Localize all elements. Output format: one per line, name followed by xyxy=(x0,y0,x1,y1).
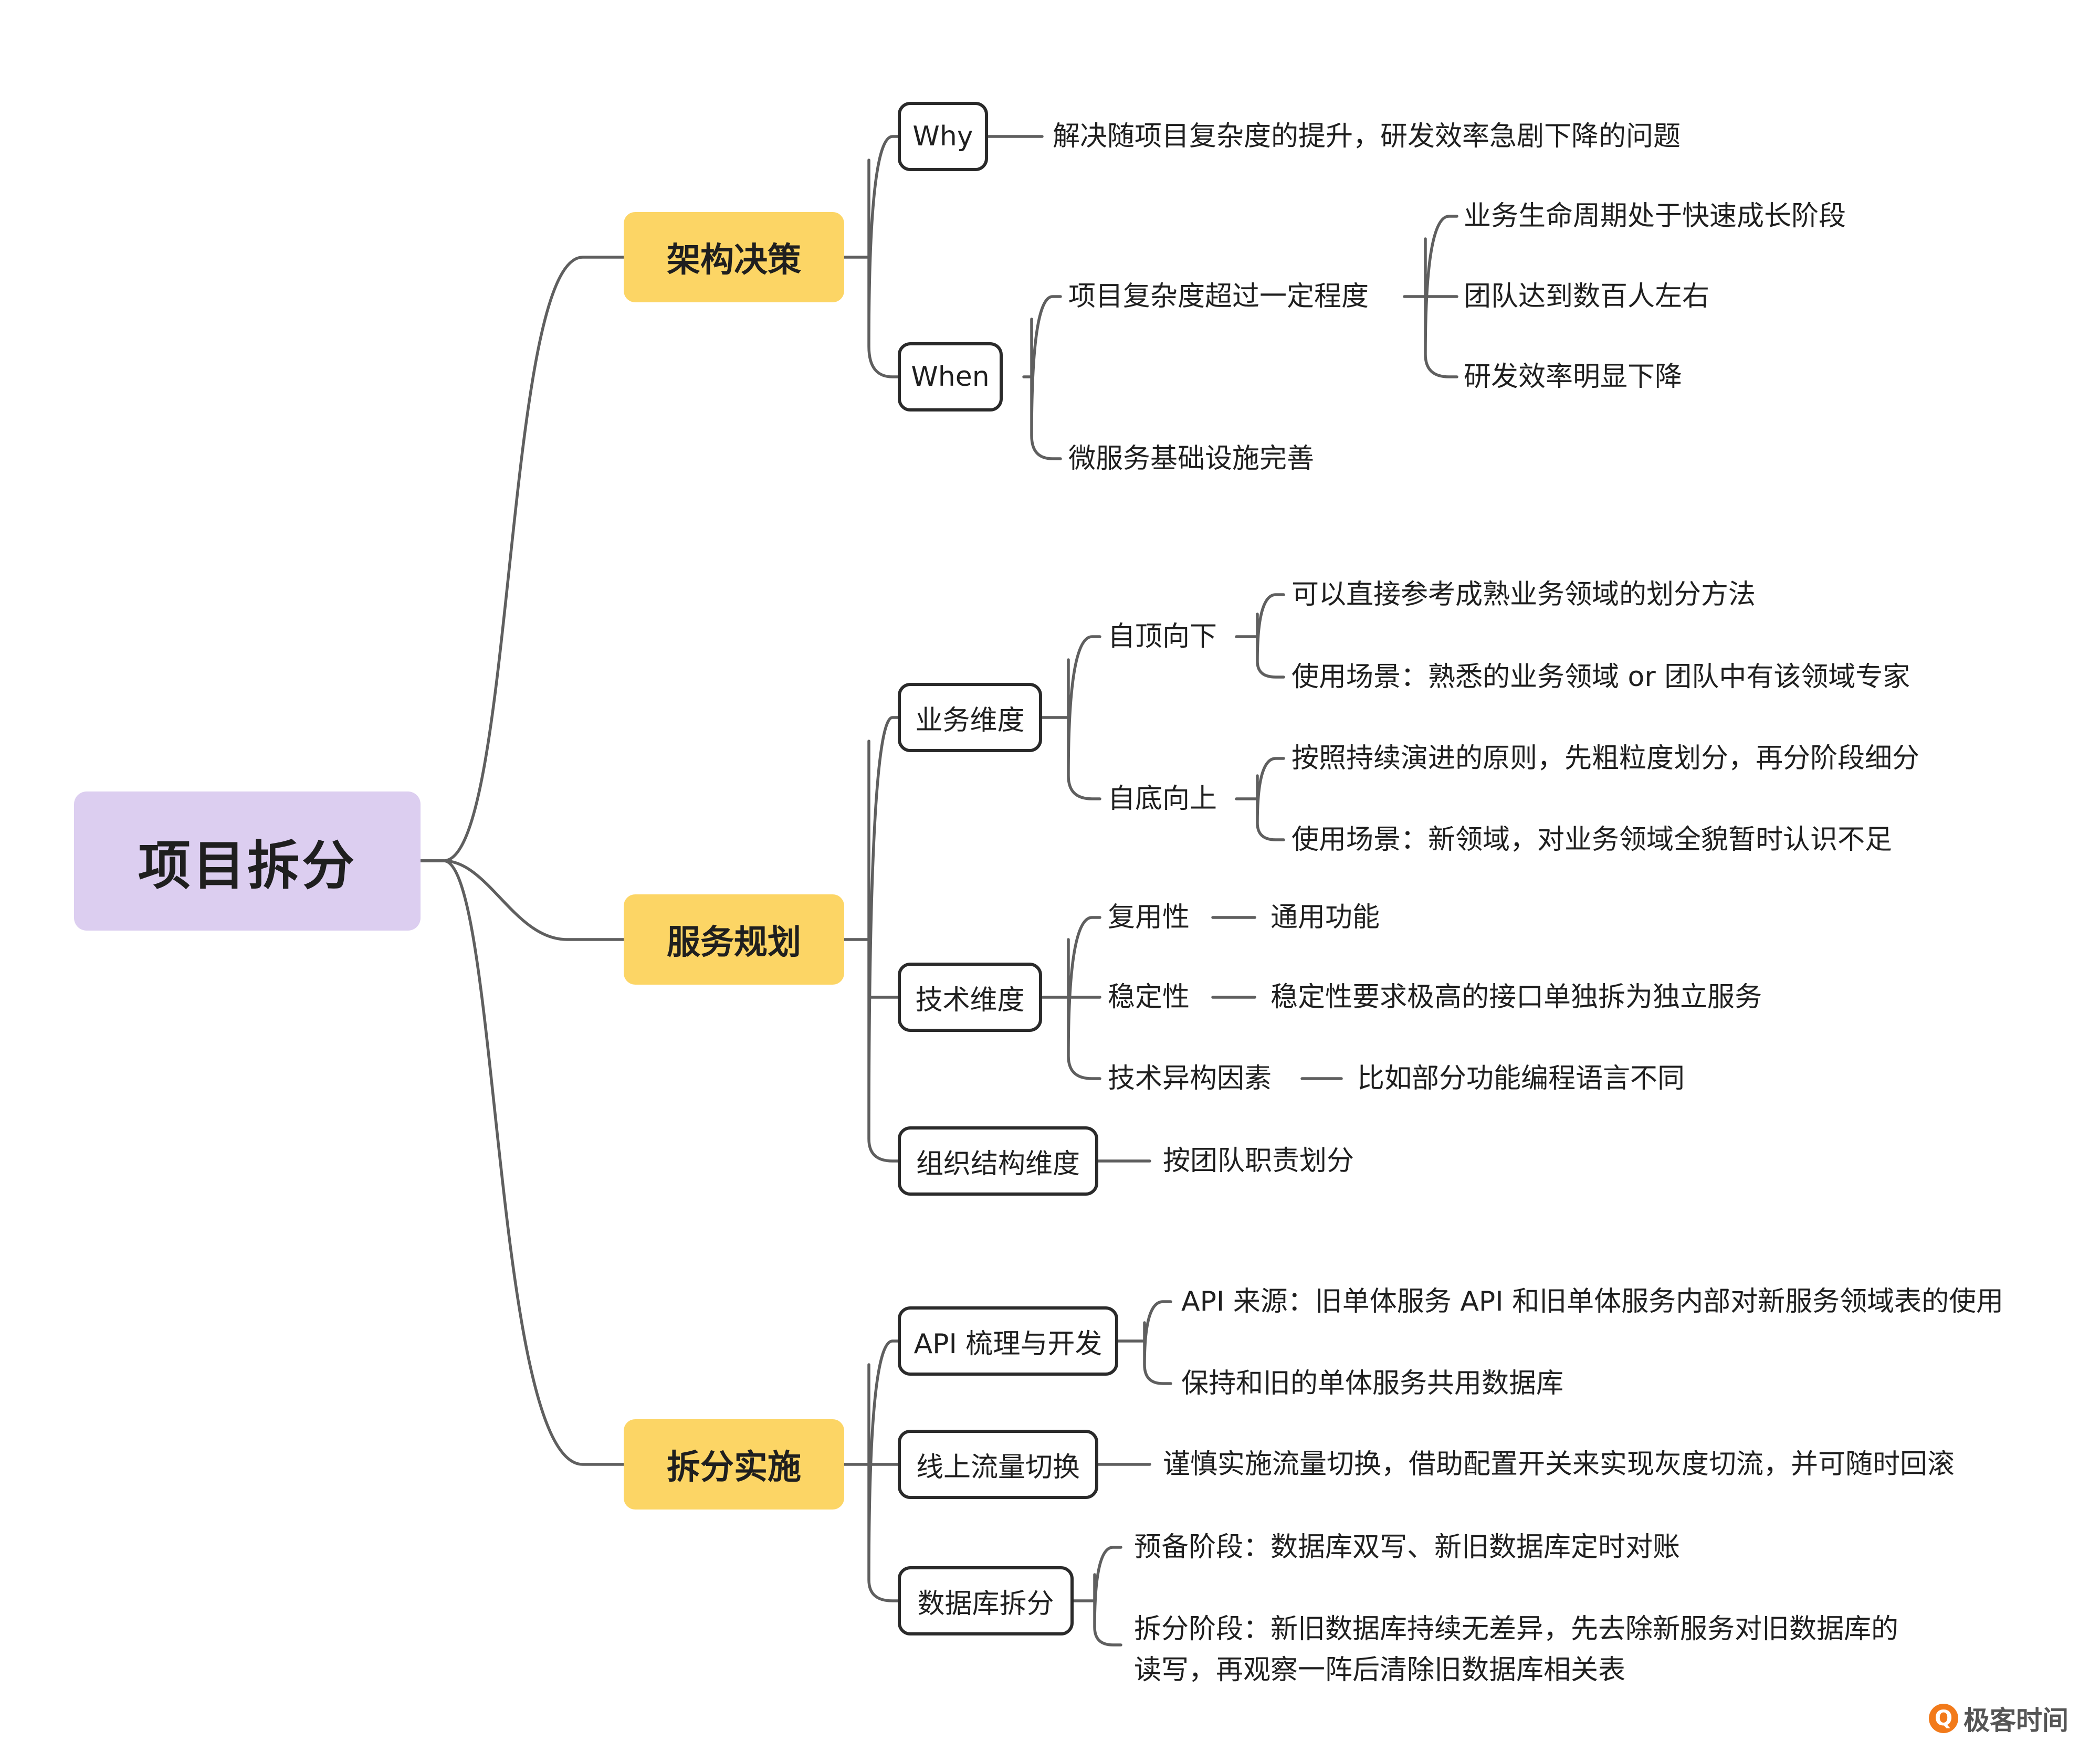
bottom-up-item: 按照持续演进的原则，先粗粒度划分，再分阶段细分 xyxy=(1292,743,1920,774)
bottom-up-item: 使用场景：新领域，对业务领域全貌暂时认识不足 xyxy=(1292,824,1893,856)
link-topdown-bracket xyxy=(1235,593,1285,679)
api-item: 保持和旧的单体服务共用数据库 xyxy=(1181,1368,1564,1399)
link-implementation-bracket xyxy=(843,1339,899,1602)
brand-logo: Q 极客时间 xyxy=(1929,1700,2068,1737)
node-api[interactable]: API 梳理与开发 xyxy=(898,1306,1118,1376)
node-db[interactable]: 数据库拆分 xyxy=(898,1566,1074,1635)
node-org[interactable]: 组织结构维度 xyxy=(898,1126,1098,1196)
technical-stability: 稳定性 xyxy=(1108,981,1190,1013)
top-down-item: 使用场景：熟悉的业务领域 or 团队中有该领域专家 xyxy=(1292,661,1910,693)
geektime-logo-icon: Q xyxy=(1929,1704,1958,1733)
link-technical-bracket xyxy=(1041,916,1101,1080)
hetero-item: 比如部分功能编程语言不同 xyxy=(1357,1063,1685,1094)
node-when[interactable]: When xyxy=(898,342,1003,411)
link-root-planning xyxy=(419,859,625,941)
branch-decision[interactable]: 架构决策 xyxy=(624,212,844,302)
link-api-bracket xyxy=(1117,1300,1172,1385)
link-planning-bracket xyxy=(843,716,899,1163)
technical-hetero: 技术异构因素 xyxy=(1108,1063,1272,1094)
technical-reuse: 复用性 xyxy=(1108,902,1190,933)
node-why[interactable]: Why xyxy=(898,102,988,171)
stability-item: 稳定性要求极高的接口单独拆为独立服务 xyxy=(1270,981,1762,1013)
why-text: 解决随项目复杂度的提升，研发效率急剧下降的问题 xyxy=(1053,121,1681,152)
link-bottomup-bracket xyxy=(1235,757,1285,841)
node-traffic[interactable]: 线上流量切换 xyxy=(898,1430,1098,1499)
root-node[interactable]: 项目拆分 xyxy=(74,791,421,931)
api-item: API 来源：旧单体服务 API 和旧单体服务内部对新服务领域表的使用 xyxy=(1181,1286,2004,1317)
when-infra: 微服务基础设施完善 xyxy=(1068,443,1315,474)
complexity-item: 业务生命周期处于快速成长阶段 xyxy=(1464,200,1846,232)
complexity-item: 团队达到数百人左右 xyxy=(1464,281,1710,312)
business-top-down: 自顶向下 xyxy=(1108,621,1217,652)
link-root-implementation xyxy=(419,859,625,1466)
link-complexity-bracket xyxy=(1403,215,1458,378)
node-technical[interactable]: 技术维度 xyxy=(898,963,1042,1032)
node-business[interactable]: 业务维度 xyxy=(898,683,1042,752)
link-when-bracket xyxy=(1022,295,1062,460)
when-complexity: 项目复杂度超过一定程度 xyxy=(1068,281,1369,312)
reuse-item: 通用功能 xyxy=(1270,902,1380,933)
link-business-bracket xyxy=(1041,635,1101,800)
db-item: 预备阶段：数据库双写、新旧数据库定时对账 xyxy=(1134,1532,1681,1563)
link-root-decision xyxy=(419,256,625,862)
brand-logo-text: 极客时间 xyxy=(1964,1705,2068,1736)
business-bottom-up: 自底向上 xyxy=(1108,783,1217,815)
top-down-item: 可以直接参考成熟业务领域的划分方法 xyxy=(1292,579,1756,610)
org-item: 按团队职责划分 xyxy=(1163,1145,1354,1177)
traffic-item: 谨慎实施流量切换，借助配置开关来实现灰度切流，并可随时回滚 xyxy=(1163,1449,1955,1480)
branch-planning[interactable]: 服务规划 xyxy=(624,894,844,985)
link-db-bracket xyxy=(1072,1546,1122,1647)
link-decision-bracket xyxy=(843,135,899,378)
branch-implementation[interactable]: 拆分实施 xyxy=(624,1419,844,1510)
db-item: 拆分阶段：新旧数据库持续无差异，先去除新服务对旧数据库的读写，再观察一阵后清除旧… xyxy=(1134,1613,1899,1686)
complexity-item: 研发效率明显下降 xyxy=(1464,361,1683,393)
